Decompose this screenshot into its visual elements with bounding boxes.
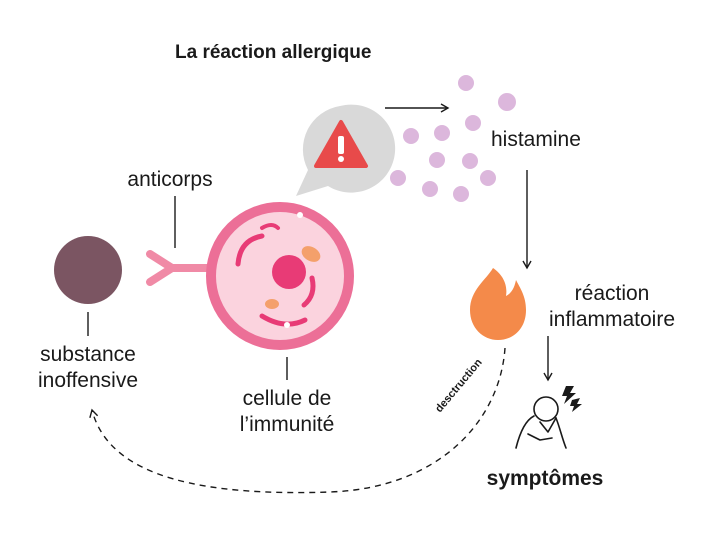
substance-label-line1: substance <box>40 343 136 366</box>
inflammation-label-line2: inflammatoire <box>549 308 675 331</box>
harmless-substance <box>54 236 122 304</box>
symptoms-label: symptômes <box>487 467 604 490</box>
fire-icon <box>470 268 526 340</box>
immune-cell <box>206 202 354 350</box>
cell-label-line1: cellule de <box>243 387 332 410</box>
warning-icon <box>314 120 368 168</box>
antibody <box>146 250 216 286</box>
inflammation-label-line1: réaction <box>575 282 650 305</box>
cell-label-line2: l’immunité <box>240 413 335 436</box>
histamine-molecules <box>390 75 516 202</box>
histamine-label: histamine <box>491 128 581 151</box>
anticorps-label: anticorps <box>127 168 212 191</box>
person-in-pain-icon <box>515 396 567 449</box>
destruction-label: desctruction <box>433 356 485 414</box>
lightning-icon <box>562 386 582 412</box>
destruction-arrow <box>89 347 506 494</box>
diagram-title: La réaction allergique <box>175 42 371 63</box>
substance-label-line2: inoffensive <box>38 369 138 392</box>
